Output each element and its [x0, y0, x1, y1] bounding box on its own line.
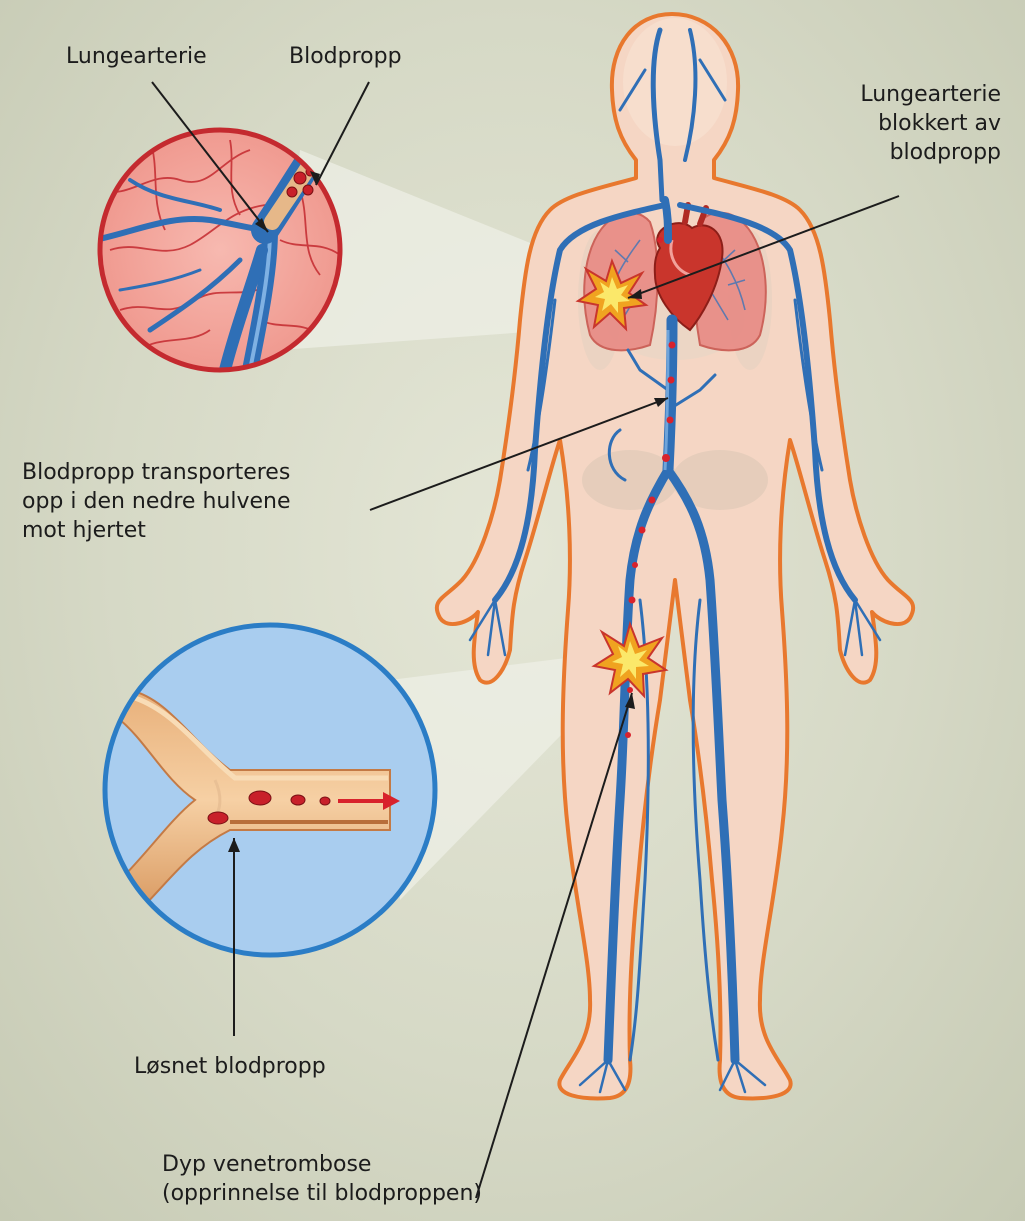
label-dyp-venetrombose: Dyp venetrombose (opprinnelse til blodpr…	[162, 1150, 482, 1208]
vessel-zoom-circle	[105, 625, 435, 955]
label-line: opp i den nedre hulvene	[22, 487, 291, 516]
label-lungearterie: Lungearterie	[66, 42, 207, 71]
label-line: Blodpropp transporteres	[22, 458, 291, 487]
label-line: (opprinnelse til blodproppen)	[162, 1179, 482, 1208]
label-line: mot hjertet	[22, 516, 291, 545]
label-line: Dyp venetrombose	[162, 1150, 482, 1179]
label-line: blodpropp	[860, 138, 1001, 167]
body-silhouette	[437, 14, 913, 1098]
label-transport: Blodpropp transporteres opp i den nedre …	[22, 458, 291, 545]
label-blodpropp: Blodpropp	[289, 42, 402, 71]
label-line: Lungearterie	[860, 80, 1001, 109]
label-losnet-blodpropp: Løsnet blodpropp	[134, 1052, 326, 1081]
label-lungearterie-blokkert: Lungearterie blokkert av blodpropp	[860, 80, 1001, 167]
label-line: blokkert av	[860, 109, 1001, 138]
human-body	[437, 14, 913, 1098]
